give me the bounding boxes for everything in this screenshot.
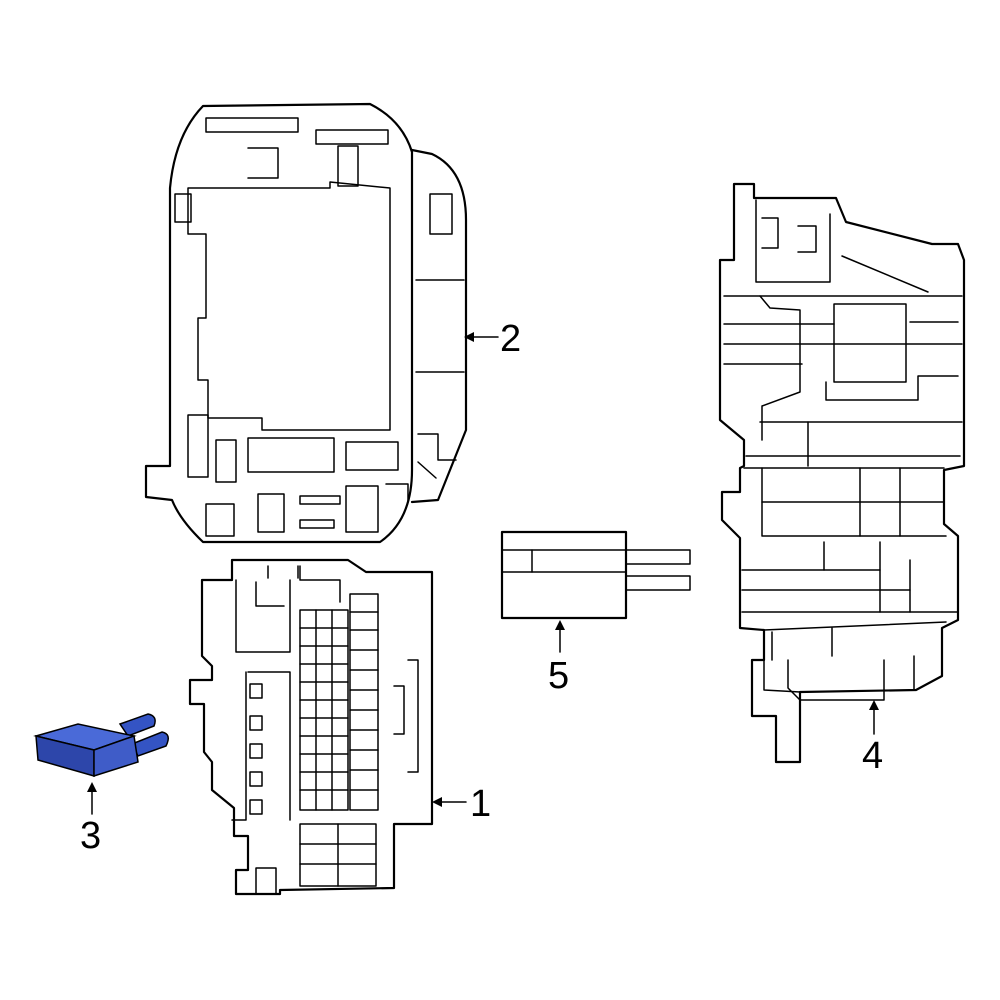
callout-label-3: 3 xyxy=(80,815,101,857)
callout-label-5: 5 xyxy=(548,655,569,697)
callout-5: 5 xyxy=(548,620,569,697)
arrow-up-icon xyxy=(555,620,565,630)
arrow-up-icon xyxy=(869,700,879,710)
part-5-relay[interactable] xyxy=(500,530,691,620)
part-1-junction-block[interactable] xyxy=(188,558,434,896)
arrow-left-icon xyxy=(464,332,474,342)
callout-1: 1 xyxy=(432,783,491,825)
callout-3: 3 xyxy=(80,782,101,857)
part-4-junction-block[interactable] xyxy=(718,182,966,764)
arrow-left-icon xyxy=(432,797,442,807)
callout-label-1: 1 xyxy=(470,783,491,825)
arrow-up-icon xyxy=(87,782,97,792)
callout-label-4: 4 xyxy=(862,735,883,777)
callout-4: 4 xyxy=(862,700,883,777)
part-2-junction-block-cover[interactable] xyxy=(144,102,468,544)
part-3-fuse[interactable] xyxy=(33,713,169,778)
callout-2: 2 xyxy=(464,318,521,360)
fuse-grid xyxy=(299,593,379,811)
callout-label-2: 2 xyxy=(500,318,521,360)
